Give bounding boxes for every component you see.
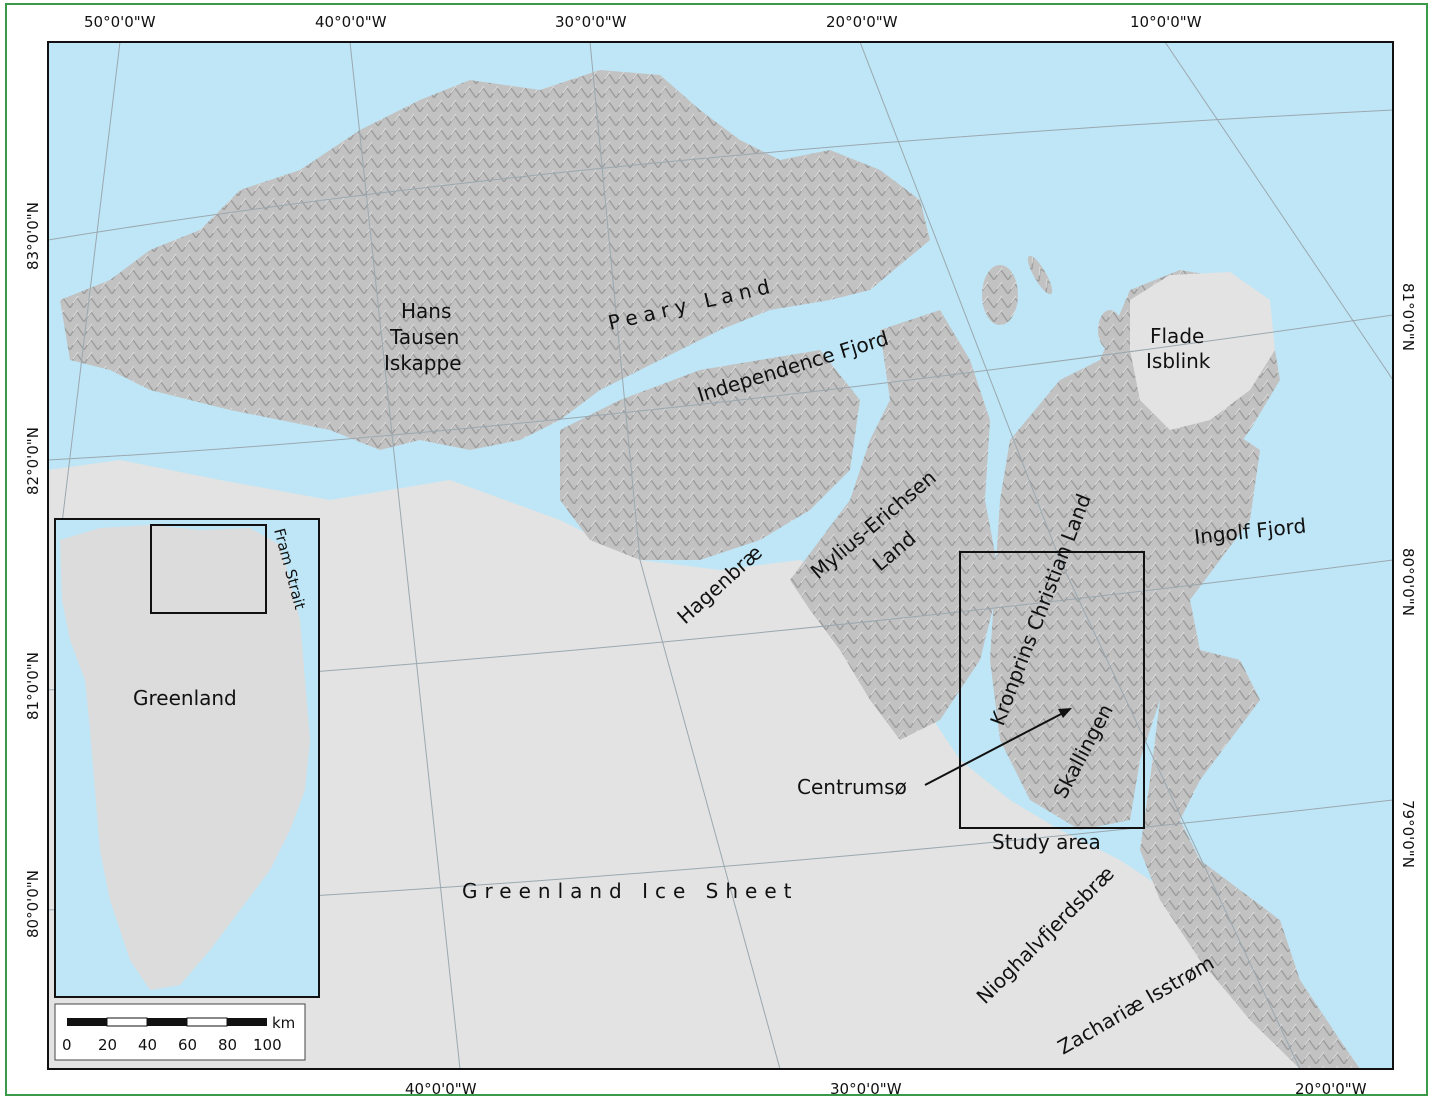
map-frame xyxy=(5,3,1428,1096)
scale-tick: 100 xyxy=(253,1036,282,1054)
scale-tick: 40 xyxy=(138,1036,157,1054)
scale-tick: 20 xyxy=(98,1036,117,1054)
tick-label: 82°0'0"N xyxy=(24,427,42,495)
tick-label: 80°0'0"N xyxy=(24,870,42,938)
tick-label: 83°0'0"N xyxy=(24,202,42,270)
tick-label: 40°0'0"W xyxy=(405,1080,477,1098)
right-ticks: 81°0'0"N 80°0'0"N 79°0'0"N xyxy=(1399,283,1417,868)
tick-label: 50°0'0"W xyxy=(84,13,156,31)
eastern-coast xyxy=(1140,430,1360,1069)
scale-tick: 60 xyxy=(178,1036,197,1054)
tick-label: 81°0'0"N xyxy=(1399,283,1417,351)
peary-land xyxy=(60,70,930,450)
label-flade-isblink: Isblink xyxy=(1146,349,1211,373)
island xyxy=(1027,255,1053,295)
bottom-ticks: 40°0'0"W 30°0'0"W 20°0'0"W xyxy=(405,1080,1367,1098)
label-flade-isblink: Flade xyxy=(1150,324,1204,348)
tick-label: 30°0'0"W xyxy=(830,1080,902,1098)
mylius-erichsen-land xyxy=(790,310,1000,740)
label-hans-tausen: Hans xyxy=(401,299,451,323)
label-study-area: Study area xyxy=(992,830,1101,854)
island xyxy=(982,265,1018,325)
tick-label: 20°0'0"W xyxy=(1295,1080,1367,1098)
top-ticks: 50°0'0"W 40°0'0"W 30°0'0"W 20°0'0"W 10°0… xyxy=(84,13,1202,31)
label-hans-tausen: Iskappe xyxy=(384,351,462,375)
left-ticks: 83°0'0"N 82°0'0"N 81°0'0"N 80°0'0"N xyxy=(24,202,42,938)
flade-isblink xyxy=(1130,272,1275,430)
inset-map: Greenland Fram Strait xyxy=(54,518,320,998)
greenland-ice-sheet xyxy=(48,460,1330,1069)
scale-tick: 0 xyxy=(62,1036,72,1054)
centrumso-arrow xyxy=(924,711,1066,786)
scale-unit: km xyxy=(272,1014,295,1032)
map-border xyxy=(47,41,1394,1070)
scale-bar: km 0 20 40 60 80 100 xyxy=(54,1003,306,1061)
study-area-box xyxy=(959,551,1145,829)
tick-label: 79°0'0"N xyxy=(1399,800,1417,868)
inset-extent-box xyxy=(150,524,267,614)
label-ice-sheet: Greenland Ice Sheet xyxy=(462,879,799,903)
scale-tick: 80 xyxy=(218,1036,237,1054)
tick-label: 20°0'0"W xyxy=(826,13,898,31)
tick-label: 81°0'0"N xyxy=(24,652,42,720)
tick-label: 30°0'0"W xyxy=(555,13,627,31)
inset-label-greenland: Greenland xyxy=(133,686,237,710)
tick-label: 40°0'0"W xyxy=(315,13,387,31)
tick-label: 80°0'0"N xyxy=(1399,548,1417,616)
island xyxy=(1098,310,1122,350)
label-hans-tausen: Tausen xyxy=(389,325,459,349)
tick-label: 10°0'0"W xyxy=(1130,13,1202,31)
centrumso-arrowhead xyxy=(1058,708,1072,718)
label-centrumso: Centrumsø xyxy=(797,775,907,799)
inset-greenland xyxy=(60,525,310,990)
